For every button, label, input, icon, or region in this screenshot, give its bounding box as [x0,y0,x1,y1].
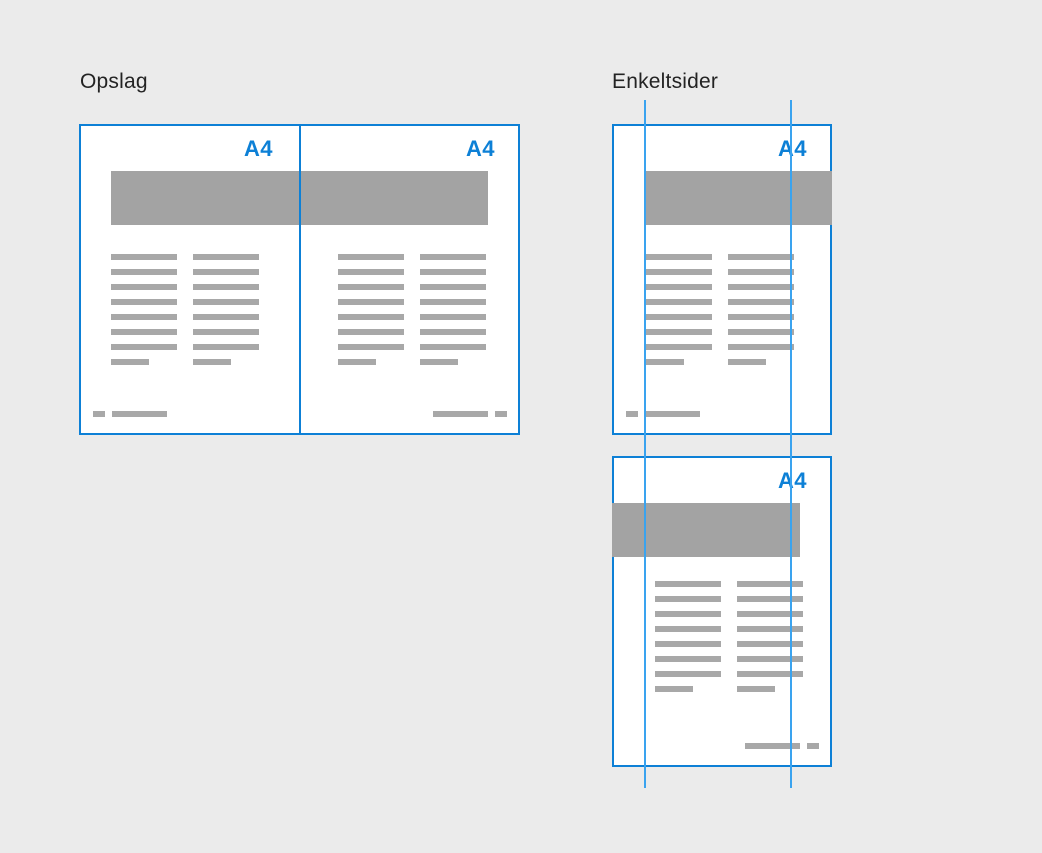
single-page-top-text-column-2 [728,254,794,365]
text-line [338,314,404,320]
text-line [728,314,794,320]
spread-right-page-banner-image [299,171,488,225]
single-page-top-footer-block-2 [645,411,700,417]
spread-left-page-text-column-1 [111,254,177,365]
text-line [193,299,259,305]
single-page-bottom-banner-image [612,503,800,557]
spread-right-page-text-column-2 [420,254,486,365]
text-line [193,284,259,290]
text-line [655,671,721,677]
text-line [420,284,486,290]
text-line [338,329,404,335]
text-line [111,299,177,305]
single-page-bottom-a4-label: A4 [778,468,807,493]
text-line [193,269,259,275]
text-line [338,269,404,275]
text-line [728,359,766,365]
text-line [420,254,486,260]
text-line [420,359,458,365]
text-line [193,314,259,320]
text-line [655,641,721,647]
text-line [111,359,149,365]
text-line [193,359,231,365]
text-line [420,329,486,335]
spread-right-page-footer-block-1 [433,411,488,417]
text-line [646,269,712,275]
text-line [737,656,803,662]
text-line [111,269,177,275]
text-line [737,611,803,617]
text-line [655,581,721,587]
text-line [338,359,376,365]
single-page-top-footer-block-1 [626,411,638,417]
text-line [420,269,486,275]
guide-left [644,100,646,788]
text-line [728,269,794,275]
section-label-spread: Opslag [80,70,148,93]
text-line [111,284,177,290]
guide-right [790,100,792,788]
text-line [646,344,712,350]
text-line [646,254,712,260]
text-line [338,299,404,305]
text-line [646,314,712,320]
text-line [646,329,712,335]
text-line [111,314,177,320]
spread-left-page-text-column-2 [193,254,259,365]
text-line [655,611,721,617]
spread-gutter-divider [299,124,301,435]
text-line [646,359,684,365]
single-page-top-banner-image [644,171,832,225]
text-line [646,299,712,305]
text-line [111,254,177,260]
spread-left-page-footer-block-2 [112,411,167,417]
text-line [646,284,712,290]
text-line [111,344,177,350]
text-line [737,671,803,677]
text-line [420,344,486,350]
text-line [338,284,404,290]
text-line [420,299,486,305]
text-line [338,254,404,260]
text-line [338,344,404,350]
text-line [111,329,177,335]
spread-left-page-a4-label: A4 [244,136,273,161]
text-line [193,344,259,350]
text-line [420,314,486,320]
spread-right-page-footer-block-2 [495,411,507,417]
text-line [737,626,803,632]
spread-left-page-banner-image [111,171,300,225]
text-line [193,254,259,260]
text-line [655,596,721,602]
text-line [193,329,259,335]
single-page-top-text-column-1 [646,254,712,365]
text-line [655,686,693,692]
text-line [737,596,803,602]
text-line [728,254,794,260]
text-line [728,344,794,350]
text-line [728,299,794,305]
text-line [655,656,721,662]
section-label-singles: Enkeltsider [612,70,719,93]
text-line [655,626,721,632]
single-page-bottom-footer-block-2 [807,743,819,749]
spread-right-page-a4-label: A4 [466,136,495,161]
single-page-bottom-footer-block-1 [745,743,800,749]
single-page-bottom-text-column-1 [655,581,721,692]
text-line [737,641,803,647]
text-line [728,329,794,335]
single-page-top-a4-label: A4 [778,136,807,161]
single-page-bottom-text-column-2 [737,581,803,692]
text-line [728,284,794,290]
text-line [737,686,775,692]
spread-right-page-text-column-1 [338,254,404,365]
text-line [737,581,803,587]
spread-left-page-footer-block-1 [93,411,105,417]
